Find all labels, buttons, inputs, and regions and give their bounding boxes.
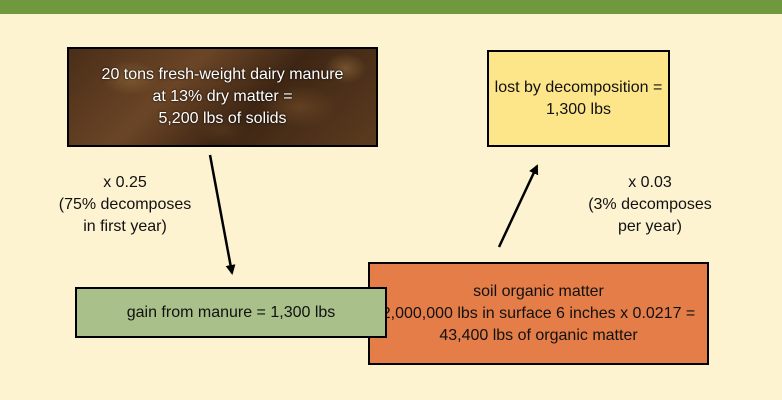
left-label-line-2: (75% decomposes (58, 196, 192, 213)
arrow-soil-to-lost (497, 164, 539, 248)
soil-line-1: soil organic matter (473, 282, 604, 300)
gain-from-manure-box: gain from manure = 1,300 lbs (75, 287, 387, 338)
top-accent-bar (0, 0, 782, 14)
lost-by-decomposition-box: lost by decomposition = 1,300 lbs (487, 50, 670, 147)
right-label-line-1: x 0.03 (628, 174, 672, 191)
arrow-manure-to-gain (208, 154, 236, 275)
soil-line-2: 2,000,000 lbs in surface 6 inches x 0.02… (381, 304, 696, 322)
manure-line-2: at 13% dry matter = (152, 88, 293, 105)
soil-line-3: 43,400 lbs of organic matter (439, 326, 638, 344)
lost-line-1: lost by decomposition = (494, 78, 663, 96)
decomposition-rate-label-right: x 0.03 (3% decomposes per year) (560, 172, 740, 238)
soil-organic-matter-box: soil organic matter 2,000,000 lbs in sur… (368, 262, 709, 365)
left-label-line-1: x 0.25 (103, 174, 147, 191)
manure-box: 20 tons fresh-weight dairy manure at 13%… (67, 47, 378, 147)
lost-line-2: 1,300 lbs (546, 100, 611, 118)
manure-line-1: 20 tons fresh-weight dairy manure (101, 66, 344, 83)
left-label-line-3: in first year) (83, 218, 167, 235)
decomposition-rate-label-left: x 0.25 (75% decomposes in first year) (35, 172, 215, 238)
right-label-line-2: (3% decomposes (588, 196, 712, 213)
gain-text: gain from manure = 1,300 lbs (126, 303, 336, 321)
right-label-line-3: per year) (617, 218, 683, 235)
manure-line-3: 5,200 lbs of solids (158, 110, 287, 127)
